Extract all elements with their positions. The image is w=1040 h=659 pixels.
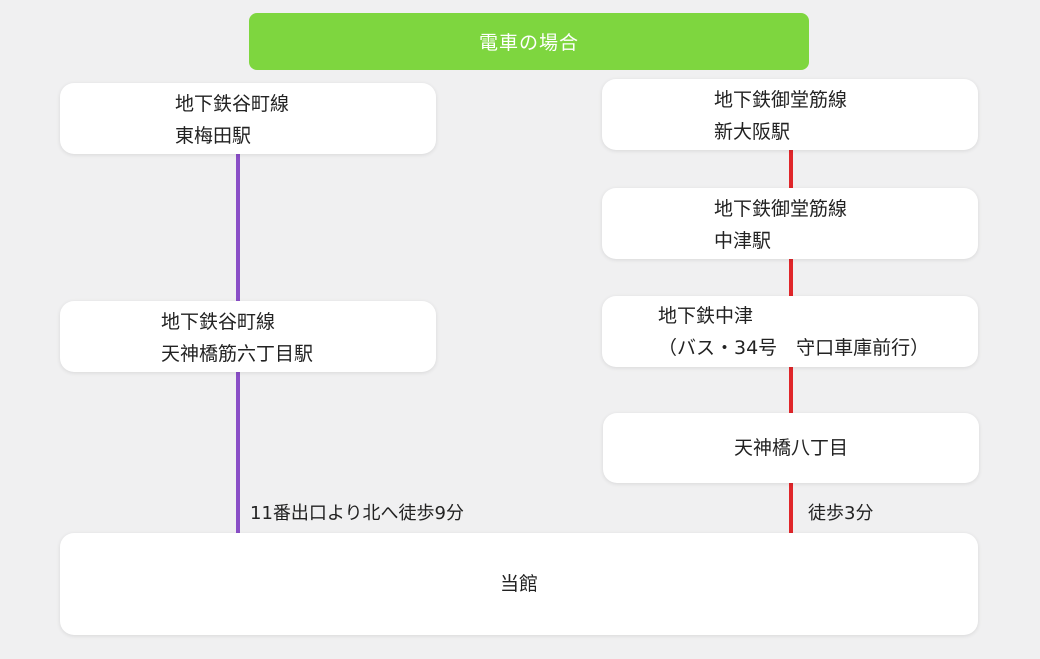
station-name-label: 天神橋八丁目: [733, 437, 848, 459]
station-line-label: 地下鉄御堂筋線: [714, 198, 848, 220]
station-box-higashi-umeda: 地下鉄谷町線 東梅田駅: [60, 83, 436, 154]
page-title: 電車の場合: [249, 13, 809, 70]
walk-note-right: 徒歩3分: [808, 503, 874, 524]
station-box-shin-osaka: 地下鉄御堂筋線 新大阪駅: [602, 79, 978, 150]
destination-box: 当館: [60, 533, 978, 635]
station-name-label: 新大阪駅: [714, 121, 791, 143]
route-line-right-4: [789, 481, 793, 534]
bus-route-label: （バス・34号 守口車庫前行）: [658, 337, 930, 359]
station-line-label: 地下鉄中津: [658, 305, 754, 327]
station-box-nakatsu-bus: 地下鉄中津 （バス・34号 守口車庫前行）: [602, 296, 978, 367]
route-line-right-2: [789, 257, 793, 297]
route-line-right-3: [789, 366, 793, 414]
station-line-label: 地下鉄谷町線: [175, 93, 290, 115]
station-line-label: 地下鉄谷町線: [161, 311, 276, 333]
destination-label: 当館: [499, 573, 538, 595]
walk-note-left: 11番出口より北へ徒歩9分: [250, 503, 464, 524]
station-box-nakatsu: 地下鉄御堂筋線 中津駅: [602, 188, 978, 259]
station-box-tenjinbashisuji: 地下鉄谷町線 天神橋筋六丁目駅: [60, 301, 436, 372]
route-line-left-1: [236, 152, 240, 302]
station-name-label: 東梅田駅: [175, 125, 252, 147]
route-line-right-1: [789, 148, 793, 189]
station-box-tenjinbashi-8: 天神橋八丁目: [603, 413, 979, 483]
station-line-label: 地下鉄御堂筋線: [714, 89, 848, 111]
station-name-label: 天神橋筋六丁目駅: [161, 343, 314, 365]
station-name-label: 中津駅: [714, 230, 772, 252]
route-line-left-2: [236, 370, 240, 534]
